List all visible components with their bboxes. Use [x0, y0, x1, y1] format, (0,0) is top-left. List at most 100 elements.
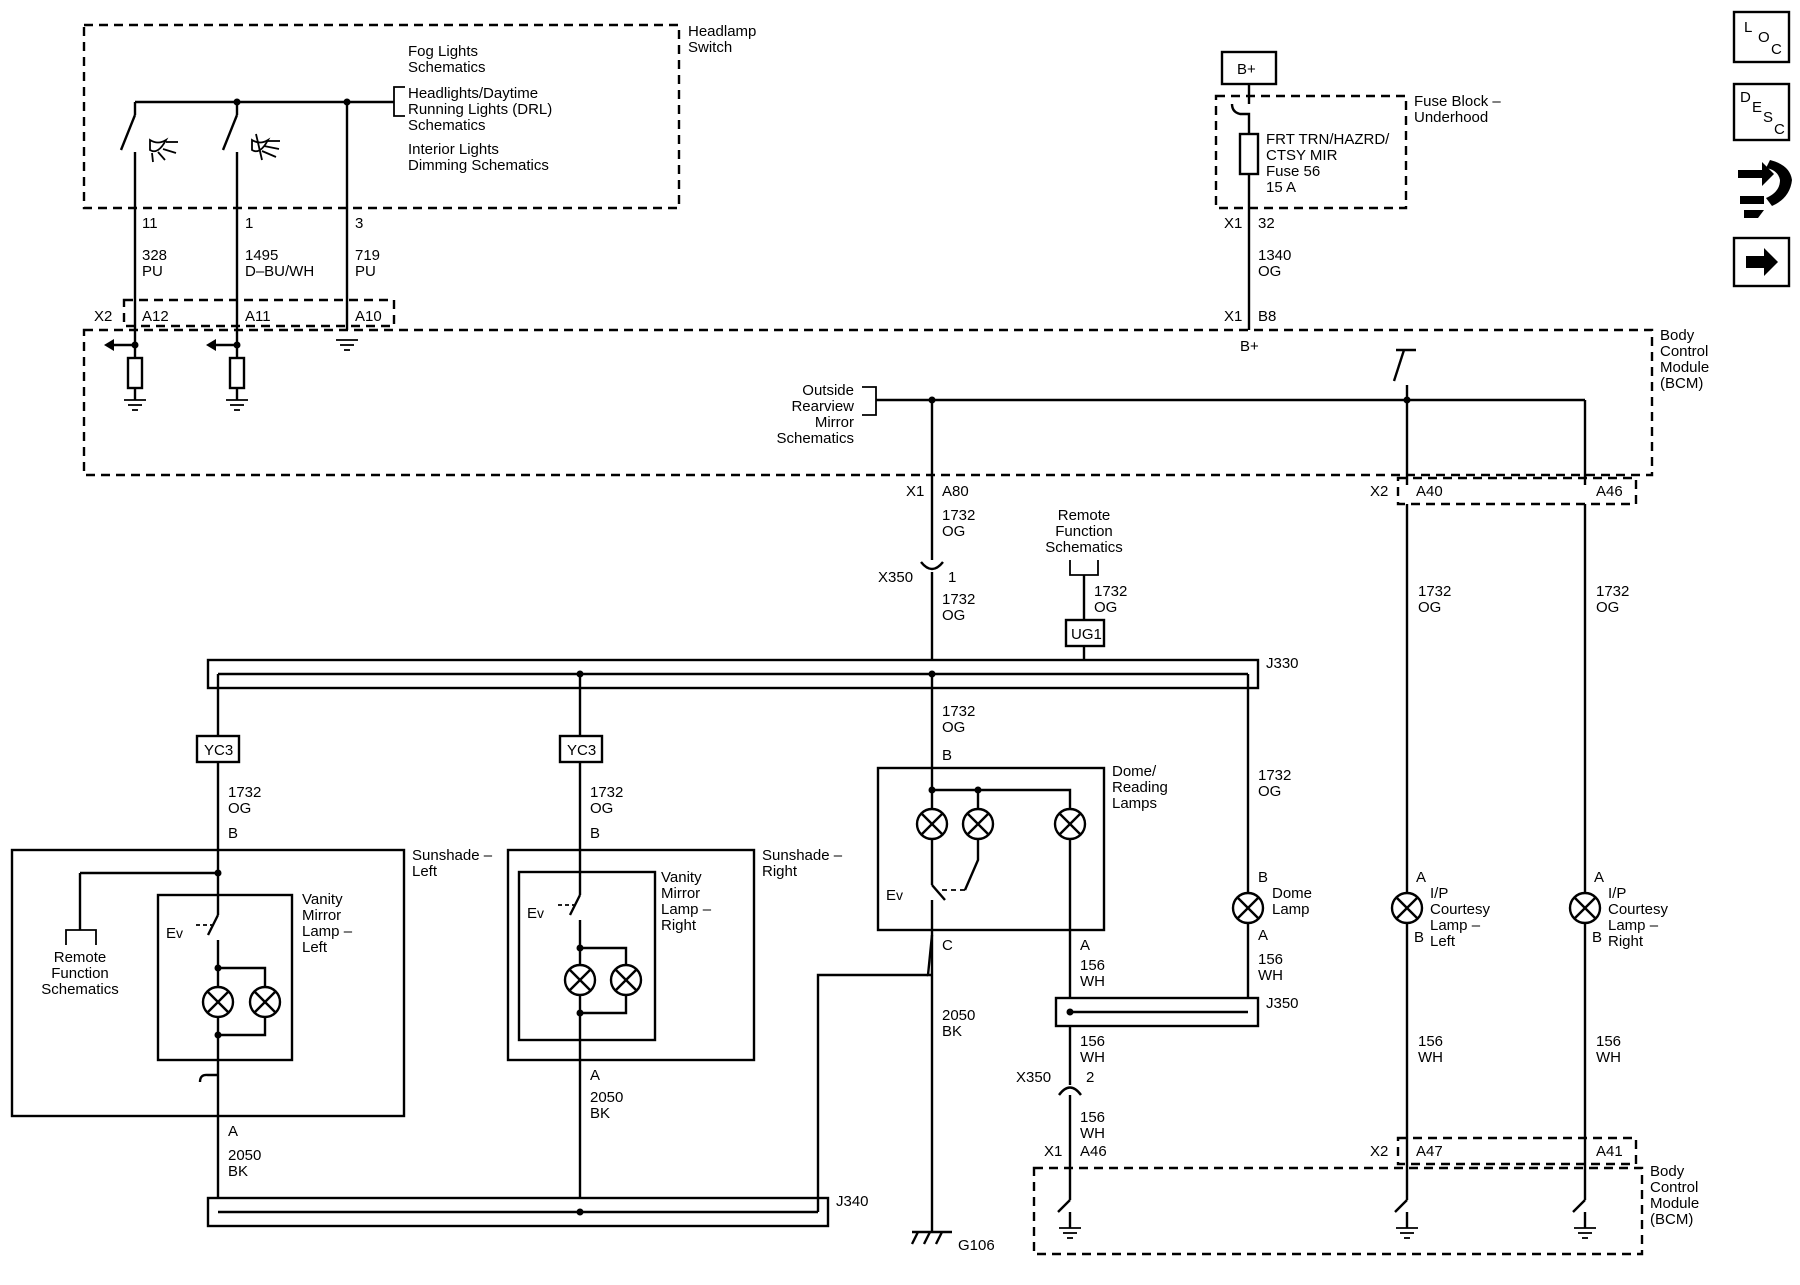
courtesy-left-pin-b: B	[1414, 929, 1424, 946]
dome-lamp-pin-b: B	[1258, 869, 1268, 886]
headlamp-switch-box	[82, 23, 681, 210]
dome-reading-pin-b: B	[942, 747, 952, 764]
bcm-top-box	[82, 328, 1654, 477]
battery-label: B+	[1237, 61, 1256, 78]
x350-label-bottom: X350	[1016, 1069, 1051, 1086]
dome-lamp-pin-a: A	[1258, 927, 1268, 944]
svg-text:S: S	[1763, 109, 1773, 126]
splice-yc3-left	[195, 734, 241, 764]
bcm-output-switch-a47	[1394, 1199, 1418, 1239]
bcm-x2-bottom-connector	[1396, 1136, 1638, 1166]
pin-3: 3	[355, 215, 363, 232]
x350-label-top: X350	[878, 569, 913, 586]
svg-text:C: C	[1774, 121, 1785, 138]
svg-text:D: D	[1740, 89, 1751, 106]
vanity-bulb-left-1	[201, 985, 235, 1019]
vanity-lamp-right-box	[517, 870, 657, 1042]
pin-11: 11	[142, 215, 158, 232]
svg-text:E: E	[1752, 99, 1762, 116]
reading-bulb-1	[915, 807, 949, 841]
dome-lamp-bulb	[1231, 891, 1265, 925]
connector-icon[interactable]	[1738, 160, 1792, 218]
ground-symbol-a12	[124, 399, 146, 411]
bcm-output-switch-a46	[1057, 1199, 1081, 1239]
bcm-bottom-x2: X2	[1370, 1143, 1388, 1160]
outside-mirror-bracket	[862, 386, 877, 416]
vanity-bulb-right-2	[609, 963, 643, 997]
ev-symbol-left: Ev	[166, 925, 183, 942]
bcm-pin-a46: A46	[1596, 483, 1623, 500]
svg-text:O: O	[1758, 29, 1770, 46]
sunshade-right-label: Sunshade –Right	[762, 847, 843, 880]
schematics-bracket	[393, 86, 405, 117]
vanity-bulb-right-1	[563, 963, 597, 997]
splice-j340-label: J340	[836, 1193, 869, 1210]
door-switch	[931, 884, 946, 901]
courtesy-right-pin-a: A	[1594, 869, 1604, 886]
splice-yc3-right	[558, 734, 604, 764]
bcm-output-switch-a41	[1572, 1199, 1596, 1239]
pin-a10: A10	[355, 308, 382, 325]
bcm-x1-b8-connector: X1	[1224, 308, 1242, 325]
bcm-b-plus: B+	[1240, 338, 1259, 355]
bcm-bottom-pin-a46: A46	[1080, 1143, 1107, 1160]
resistor-a11	[228, 356, 246, 390]
courtesy-left-bulb	[1390, 891, 1424, 925]
desc-button[interactable]: D E S C	[1732, 82, 1791, 142]
pin-1: 1	[245, 215, 253, 232]
splice-ug1-label: UG1	[1071, 626, 1102, 643]
splice-j350-label: J350	[1266, 995, 1299, 1012]
svg-text:L: L	[1744, 19, 1752, 36]
connector-x350-pin2	[1058, 1086, 1082, 1096]
ground-g106-label: G106	[958, 1237, 995, 1254]
next-button[interactable]	[1732, 236, 1791, 288]
bcm-pin-b8: B8	[1258, 308, 1276, 325]
fuse-connector-x1: X1	[1224, 215, 1242, 232]
sunshade-left-label: Sunshade –Left	[412, 847, 493, 880]
x350-pin-1: 1	[948, 569, 956, 586]
reading-bulb-2	[961, 807, 995, 841]
ground-symbol-a11	[226, 399, 248, 411]
switch-blade-drl	[221, 114, 239, 151]
courtesy-left-pin-a: A	[1416, 869, 1426, 886]
bcm-x2-top-connector	[1396, 476, 1638, 506]
bcm-x2-connector: X2	[1370, 483, 1388, 500]
fuse-56	[1238, 132, 1260, 176]
vanity-switch-left	[206, 914, 220, 936]
sunshade-right-pin-a: A	[590, 1067, 600, 1084]
splice-ug1	[1064, 618, 1106, 648]
pin-a11: A11	[245, 308, 271, 325]
x2-top-label: X2	[94, 308, 112, 325]
bcm-bottom-pin-a47: A47	[1416, 1143, 1443, 1160]
fuse-block-box	[1214, 94, 1408, 210]
loc-button[interactable]: L O C	[1732, 10, 1791, 64]
switch-blade-fog	[119, 114, 137, 151]
dome-bulb-3	[1053, 807, 1087, 841]
